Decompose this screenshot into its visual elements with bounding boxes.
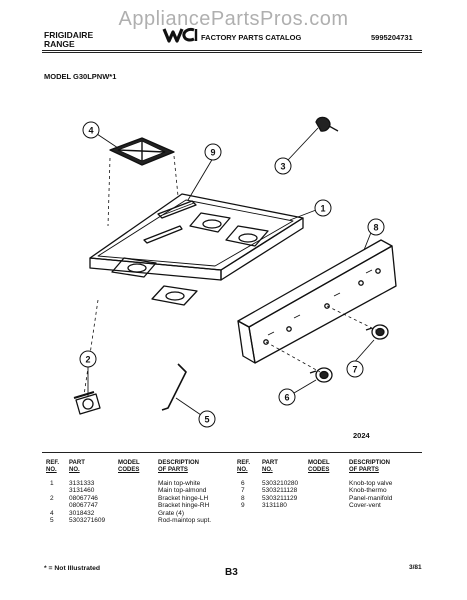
ref-cell: 4 (50, 509, 54, 517)
ref-cell: 1 (50, 480, 54, 487)
callout-label: 4 (88, 126, 93, 136)
desc-cell: Knob-thermo (349, 487, 387, 495)
callout-label: 5 (204, 415, 209, 425)
main-top-part (89, 193, 304, 306)
part-cell: 3018432 (69, 509, 95, 517)
desc-cell: Main top-white (158, 480, 201, 487)
table-row: 6 5303210280 Knob-top valve (237, 480, 427, 487)
col-part-right: PART NO. (262, 460, 278, 473)
callout-label: 9 (210, 148, 215, 158)
wci-logo (162, 27, 198, 43)
table-row: 08067747 Bracket hinge-RH (46, 502, 236, 509)
callout-label: 1 (320, 204, 325, 214)
table-row: 2 08067746 Bracket hinge-LH (46, 495, 236, 502)
part-cell: 5303211128 (262, 487, 298, 495)
header-text: CODES (308, 466, 330, 473)
callout-label: 2 (85, 355, 90, 365)
watermark: AppliancePartsPros.com (118, 8, 349, 30)
top-valve-knob-part (309, 367, 333, 383)
revision-date: 3/81 (409, 564, 422, 571)
ref-cell: 5 (50, 516, 54, 524)
manifold-panel-part (237, 239, 397, 364)
table-rule (42, 452, 422, 453)
callout-label: 6 (284, 393, 289, 403)
header-text: PART (262, 460, 278, 466)
header-text: MODEL (308, 460, 330, 466)
header-rule-2 (42, 52, 422, 53)
ref-cell: 9 (241, 502, 245, 510)
vent-cover-part (157, 200, 197, 219)
table-row: 5 5303271609 Rod-maintop supt. (46, 517, 236, 524)
parts-list-left: 1 3131333 Main top-white 3131460 Main to… (46, 480, 236, 524)
page-number: B3 (225, 567, 238, 578)
table-row: 4 3018432 Grate (4) (46, 510, 236, 517)
hinge-bracket-part (73, 391, 101, 415)
header-text: NO. (46, 466, 57, 473)
col-part-left: PART NO. (69, 460, 85, 473)
desc-cell: Panel-manifold (349, 494, 393, 502)
diagram-code: 2024 (353, 431, 370, 440)
header-text: CODES (118, 466, 140, 473)
brand-line-1: FRIGIDAIRE (44, 30, 94, 40)
part-cell: 3131460 (69, 487, 95, 495)
parts-list-right: 6 5303210280 Knob-top valve 7 5303211128… (237, 480, 427, 510)
desc-cell: Rod-maintop supt. (158, 516, 212, 524)
model-number: MODEL G30LPNW*1 (44, 72, 117, 81)
ref-cell: 6 (241, 480, 245, 487)
header-text: MODEL (118, 460, 140, 466)
part-cell: 08067746 (69, 494, 98, 502)
brand-name: FRIGIDAIRE RANGE (44, 31, 93, 49)
knob-top-part (315, 116, 339, 132)
header-rule (42, 50, 422, 51)
desc-cell: Cover-vent (349, 502, 381, 510)
header-text: DESCRIPTION (158, 460, 200, 466)
grate-part (109, 137, 175, 166)
col-model-left: MODEL CODES (118, 460, 140, 473)
table-row: 1 3131333 Main top-white (46, 480, 236, 487)
ref-cell: 2 (50, 494, 54, 502)
header-text: REF. (237, 460, 251, 466)
header-text: DESCRIPTION (349, 460, 391, 466)
header-text: OF PARTS (158, 466, 188, 473)
header-text: REF. (46, 460, 60, 466)
header-text: OF PARTS (349, 466, 379, 473)
callout-label: 8 (373, 223, 378, 233)
header-text: NO. (262, 466, 273, 473)
part-cell: 3131180 (262, 502, 287, 510)
table-row: 9 3131180 Cover-vent (237, 502, 427, 509)
header-text: NO. (69, 466, 80, 473)
col-ref-left: REF. NO. (46, 460, 59, 473)
footnote: * = Not Illustrated (44, 565, 101, 572)
ref-cell: 8 (241, 494, 245, 502)
header-text: PART (69, 460, 85, 466)
table-row: 8 5303211129 Panel-manifold (237, 495, 427, 502)
part-cell: 08067747 (69, 502, 98, 510)
part-cell: 5303271609 (69, 516, 106, 524)
catalog-number: 5995204731 (371, 33, 413, 42)
callout-label: 7 (352, 365, 357, 375)
col-desc-left: DESCRIPTION OF PARTS (158, 460, 199, 473)
part-cell: 5303211129 (262, 494, 298, 502)
brand-line-2: RANGE (44, 39, 75, 49)
thermo-knob-part (365, 324, 389, 340)
col-desc-right: DESCRIPTION OF PARTS (349, 460, 390, 473)
desc-cell: Main top-almond (158, 487, 207, 495)
catalog-title: FACTORY PARTS CATALOG (201, 33, 302, 42)
part-cell: 3131333 (69, 480, 95, 487)
ref-cell: 7 (241, 487, 245, 495)
support-rod-part (161, 363, 187, 411)
col-ref-right: REF. NO. (237, 460, 250, 473)
part-cell: 5303210280 (262, 480, 299, 487)
desc-cell: Bracket hinge-LH (158, 494, 209, 502)
header-text: NO. (237, 466, 248, 473)
col-model-right: MODEL CODES (308, 460, 330, 473)
desc-cell: Grate (4) (158, 509, 185, 517)
callout-label: 3 (280, 162, 285, 172)
table-row: 7 5303211128 Knob-thermo (237, 487, 427, 494)
desc-cell: Knob-top valve (349, 480, 393, 487)
table-row: 3131460 Main top-almond (46, 487, 236, 494)
desc-cell: Bracket hinge-RH (158, 502, 210, 510)
